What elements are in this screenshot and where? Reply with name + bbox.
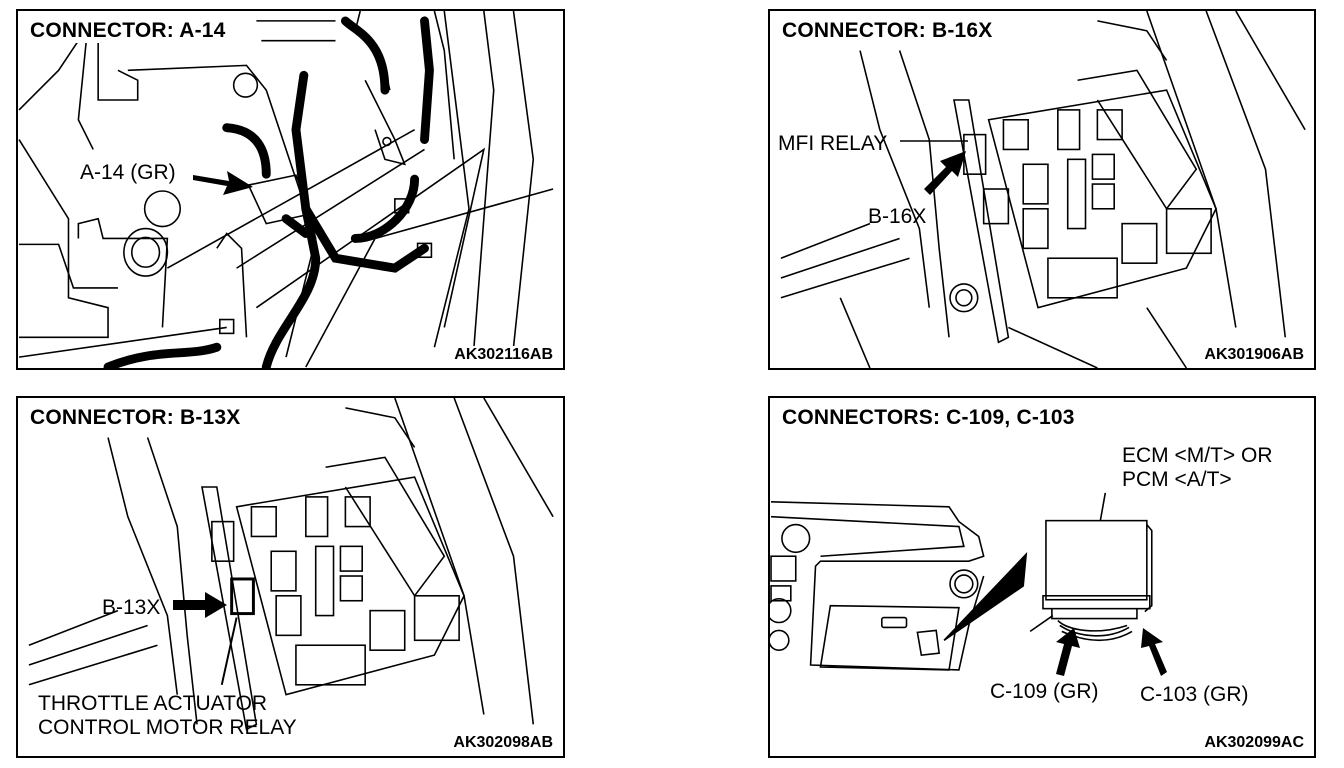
callout-throttle-line1: THROTTLE ACTUATOR <box>38 692 268 715</box>
callout-b13x: B-13X <box>102 596 161 619</box>
panel-connector-a14: CONNECTOR: A-14 A-14 (GR) AK302116AB <box>16 9 565 370</box>
panel-connectors-c109-c103: CONNECTORS: C-109, C-103 ECM <M/T> OR PC… <box>768 396 1316 758</box>
callout-a14: A-14 (GR) <box>80 161 176 184</box>
panel-title: CONNECTOR: B-16X <box>782 19 997 43</box>
engine-bay-illustration <box>18 11 554 368</box>
figure-code: AK301906AB <box>1201 346 1304 364</box>
figure-code: AK302098AB <box>450 734 553 752</box>
callout-ecm-line1: ECM <M/T> OR <box>1122 444 1273 467</box>
relay-box-illustration <box>28 398 554 731</box>
figure-code: AK302099AC <box>1201 734 1304 752</box>
arrow-icon <box>1141 628 1167 676</box>
callout-c109: C-109 (GR) <box>990 680 1099 703</box>
panel-connector-b13x: CONNECTOR: B-13X B-13X THROTTLE ACTUATOR… <box>16 396 565 758</box>
relay-box-illustration <box>780 11 1306 368</box>
callout-b16x: B-16X <box>868 205 927 228</box>
arrow-icon <box>924 151 966 195</box>
dashboard-ecm-illustration <box>770 492 1153 671</box>
arrow-icon <box>173 592 227 618</box>
callout-mfi-relay: MFI RELAY <box>778 132 888 155</box>
panel-title: CONNECTOR: B-13X <box>30 406 245 430</box>
figure-code: AK302116AB <box>451 346 553 364</box>
callout-pcm-line2: PCM <A/T> <box>1122 468 1232 491</box>
panel-connector-b16x: CONNECTOR: B-16X MFI RELAY B-16X AK30190… <box>768 9 1316 370</box>
callout-throttle-line2: CONTROL MOTOR RELAY <box>38 716 297 739</box>
arrow-icon <box>1056 628 1080 676</box>
panel-title: CONNECTOR: A-14 <box>30 19 230 43</box>
arrow-icon <box>193 171 253 195</box>
callout-c103: C-103 (GR) <box>1140 683 1249 706</box>
leader-line <box>900 140 968 142</box>
panel-title: CONNECTORS: C-109, C-103 <box>782 406 1079 430</box>
